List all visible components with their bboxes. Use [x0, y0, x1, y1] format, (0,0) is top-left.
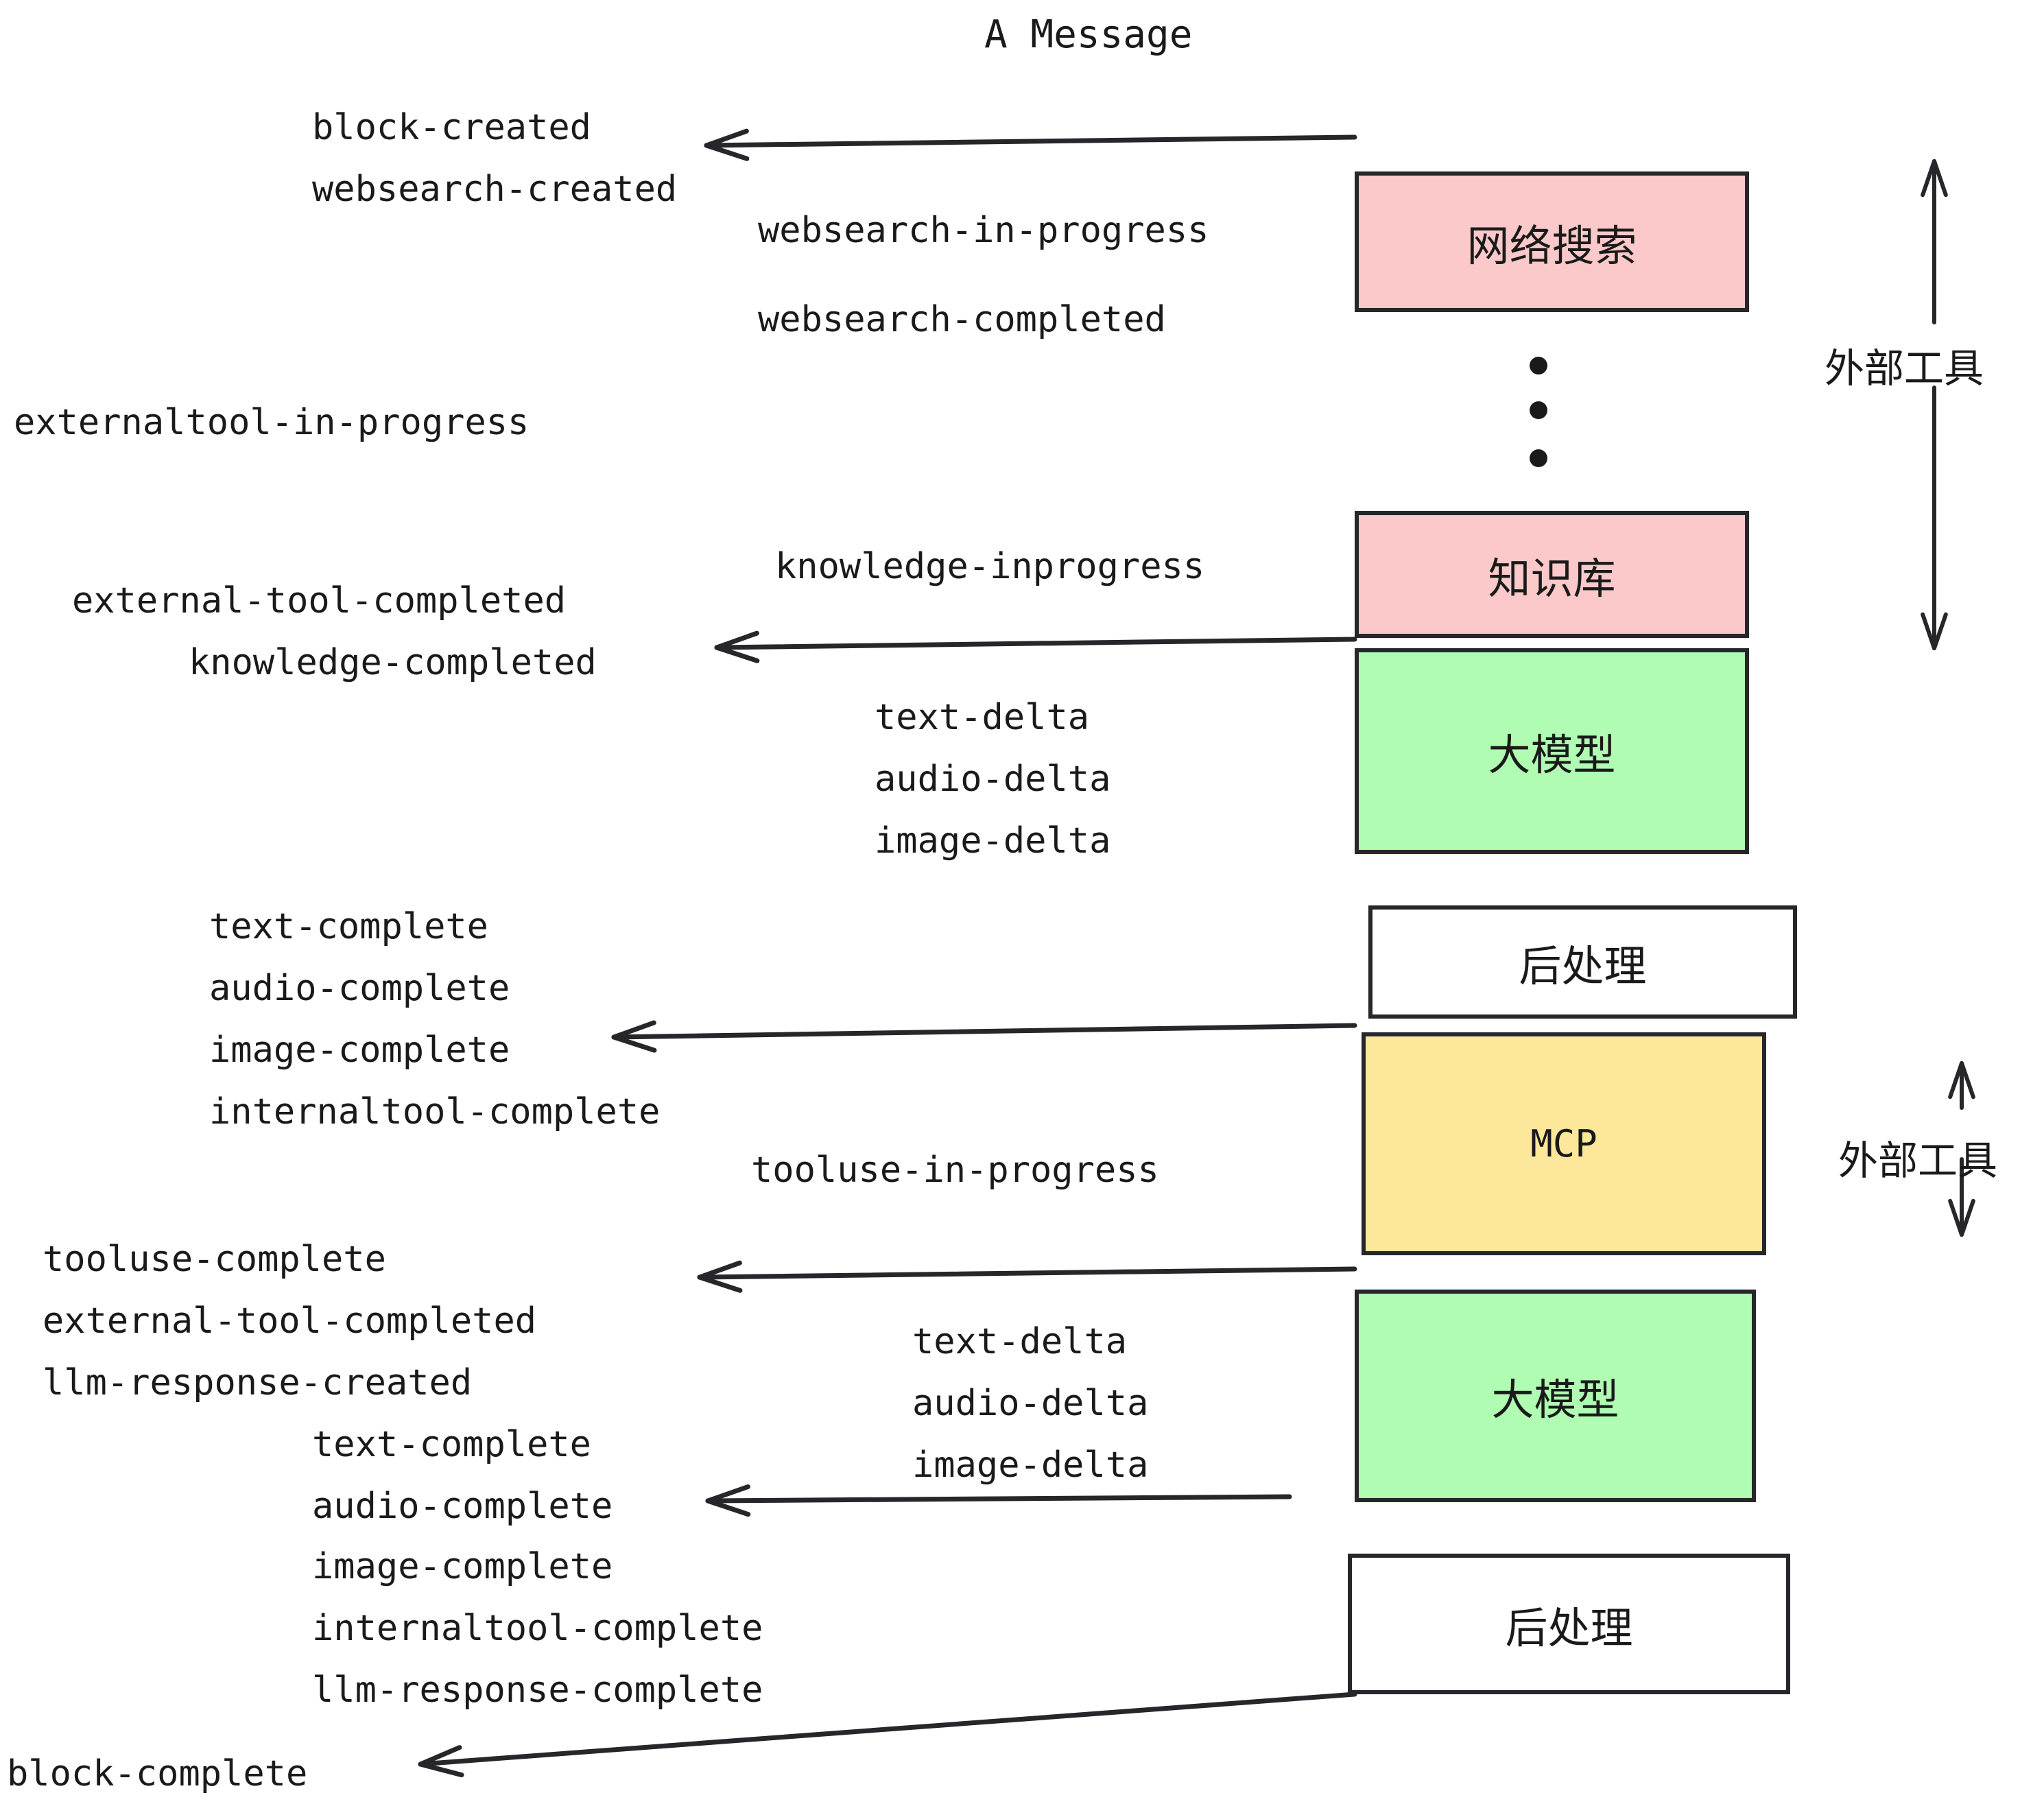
- ellipsis-dot-1: [1530, 357, 1547, 375]
- arrow-image-complete: [611, 1020, 1357, 1053]
- node-label-llm1: 大模型: [1488, 730, 1616, 780]
- arrow-tooluse-complete: [697, 1260, 1357, 1293]
- page-title: A Message: [984, 12, 1193, 57]
- node-label-postproc2: 后处理: [1505, 1602, 1633, 1653]
- node-label-postproc1: 后处理: [1519, 940, 1647, 991]
- node-box-postproc2: 后处理: [1348, 1554, 1790, 1694]
- node-label-knowledge: 知识库: [1488, 553, 1616, 604]
- node-box-knowledge: 知识库: [1355, 511, 1749, 638]
- event-label-audio-complete-2: audio-complete: [312, 1486, 613, 1527]
- event-label-websearch-created: websearch-created: [312, 169, 678, 210]
- node-label-websearch: 网络搜索: [1466, 220, 1637, 271]
- node-box-websearch: 网络搜索: [1355, 171, 1749, 312]
- event-label-internaltool-complete-2: internaltool-complete: [312, 1608, 763, 1649]
- event-label-internaltool-complete-1: internaltool-complete: [209, 1091, 661, 1132]
- event-label-text-delta-2: text-delta: [912, 1321, 1128, 1362]
- node-label-mcp: MCP: [1530, 1122, 1597, 1165]
- event-label-externaltool-in-progress: externaltool-in-progress: [14, 402, 530, 443]
- side-label-external-tools-bottom: 外部工具: [1838, 1137, 1998, 1184]
- event-label-websearch-completed: websearch-completed: [758, 299, 1166, 340]
- arrow-block-created: [704, 128, 1357, 161]
- node-box-postproc1: 后处理: [1368, 905, 1797, 1019]
- event-label-knowledge-completed: knowledge-completed: [189, 642, 597, 683]
- ellipsis-dot-2: [1530, 401, 1547, 419]
- event-label-block-complete: block-complete: [7, 1753, 308, 1794]
- event-label-audio-complete-1: audio-complete: [209, 968, 510, 1009]
- node-label-llm2: 大模型: [1491, 1375, 1619, 1425]
- event-label-text-complete-1: text-complete: [209, 906, 488, 947]
- event-label-audio-delta-2: audio-delta: [912, 1383, 1149, 1424]
- event-label-tooluse-in-progress: tooluse-in-progress: [751, 1150, 1159, 1191]
- event-label-websearch-in-progress: websearch-in-progress: [758, 210, 1209, 251]
- event-label-external-tool-completed-1: external-tool-completed: [72, 580, 567, 621]
- ellipsis-dot-3: [1530, 449, 1547, 467]
- external-tools-down: [1921, 385, 1948, 650]
- event-label-image-delta-2: image-delta: [912, 1445, 1149, 1486]
- event-label-text-complete-2: text-complete: [312, 1424, 591, 1465]
- event-label-image-complete-2: image-complete: [312, 1546, 613, 1587]
- node-box-llm1: 大模型: [1355, 648, 1749, 854]
- event-label-knowledge-inprogress: knowledge-inprogress: [775, 546, 1205, 587]
- node-box-llm2: 大模型: [1355, 1290, 1756, 1502]
- flow-arrow-group: [418, 128, 1357, 1778]
- external-tools-up: [1921, 159, 1948, 324]
- side-arrow-group: [1921, 159, 1975, 1237]
- arrow-knowledge-completed: [714, 630, 1357, 663]
- event-label-external-tool-completed-2: external-tool-completed: [43, 1301, 537, 1342]
- event-label-audio-delta-1: audio-delta: [875, 759, 1111, 800]
- event-label-llm-response-complete: llm-response-complete: [312, 1670, 763, 1711]
- event-label-image-delta-1: image-delta: [875, 820, 1111, 862]
- external-tools-up-bottom: [1948, 1061, 1975, 1110]
- event-label-image-complete-1: image-complete: [209, 1030, 510, 1071]
- event-label-llm-response-created: llm-response-created: [43, 1362, 473, 1403]
- arrow-audio-complete: [705, 1484, 1292, 1517]
- event-label-tooluse-complete: tooluse-complete: [43, 1239, 386, 1280]
- node-box-mcp: MCP: [1362, 1032, 1766, 1255]
- side-label-external-tools-top: 外部工具: [1825, 345, 1984, 392]
- event-label-text-delta-1: text-delta: [875, 697, 1090, 738]
- event-label-block-created: block-created: [312, 107, 591, 148]
